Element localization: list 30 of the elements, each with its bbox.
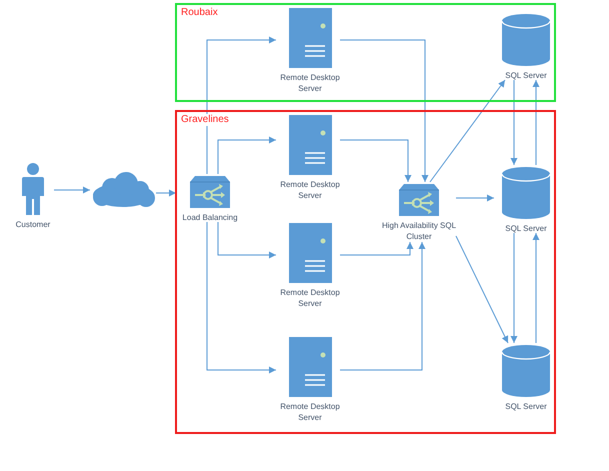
node-label: High Availability SQL Cluster [380,220,458,242]
arrow [218,222,276,258]
node-label: Remote Desktop Server [279,401,341,423]
arrow [430,80,506,182]
arrow [456,236,508,344]
node-label: Remote Desktop Server [279,72,341,94]
region-frame [175,3,556,102]
node-label: Load Balancing [182,212,238,223]
arrow [340,242,414,256]
arrow [206,222,276,374]
arrow [206,36,276,174]
arrow [456,194,494,202]
node-label: Remote Desktop Server [279,179,341,201]
node-label: SQL Server [505,223,547,234]
arrow [340,242,426,370]
arrow [532,232,540,344]
arrow [340,140,412,182]
arrow [156,190,176,196]
region-frame [175,110,556,434]
node-label: SQL Server [505,401,547,412]
region-title: Gravelines [180,114,230,126]
arrow [218,136,276,174]
node-label: Customer [16,219,50,230]
arrow [510,80,518,166]
node-label: Remote Desktop Server [279,287,341,309]
node-label: SQL Server [505,70,547,81]
arrow [510,232,518,344]
arrow [340,40,428,182]
arrow [54,186,90,194]
arrow [532,80,540,166]
